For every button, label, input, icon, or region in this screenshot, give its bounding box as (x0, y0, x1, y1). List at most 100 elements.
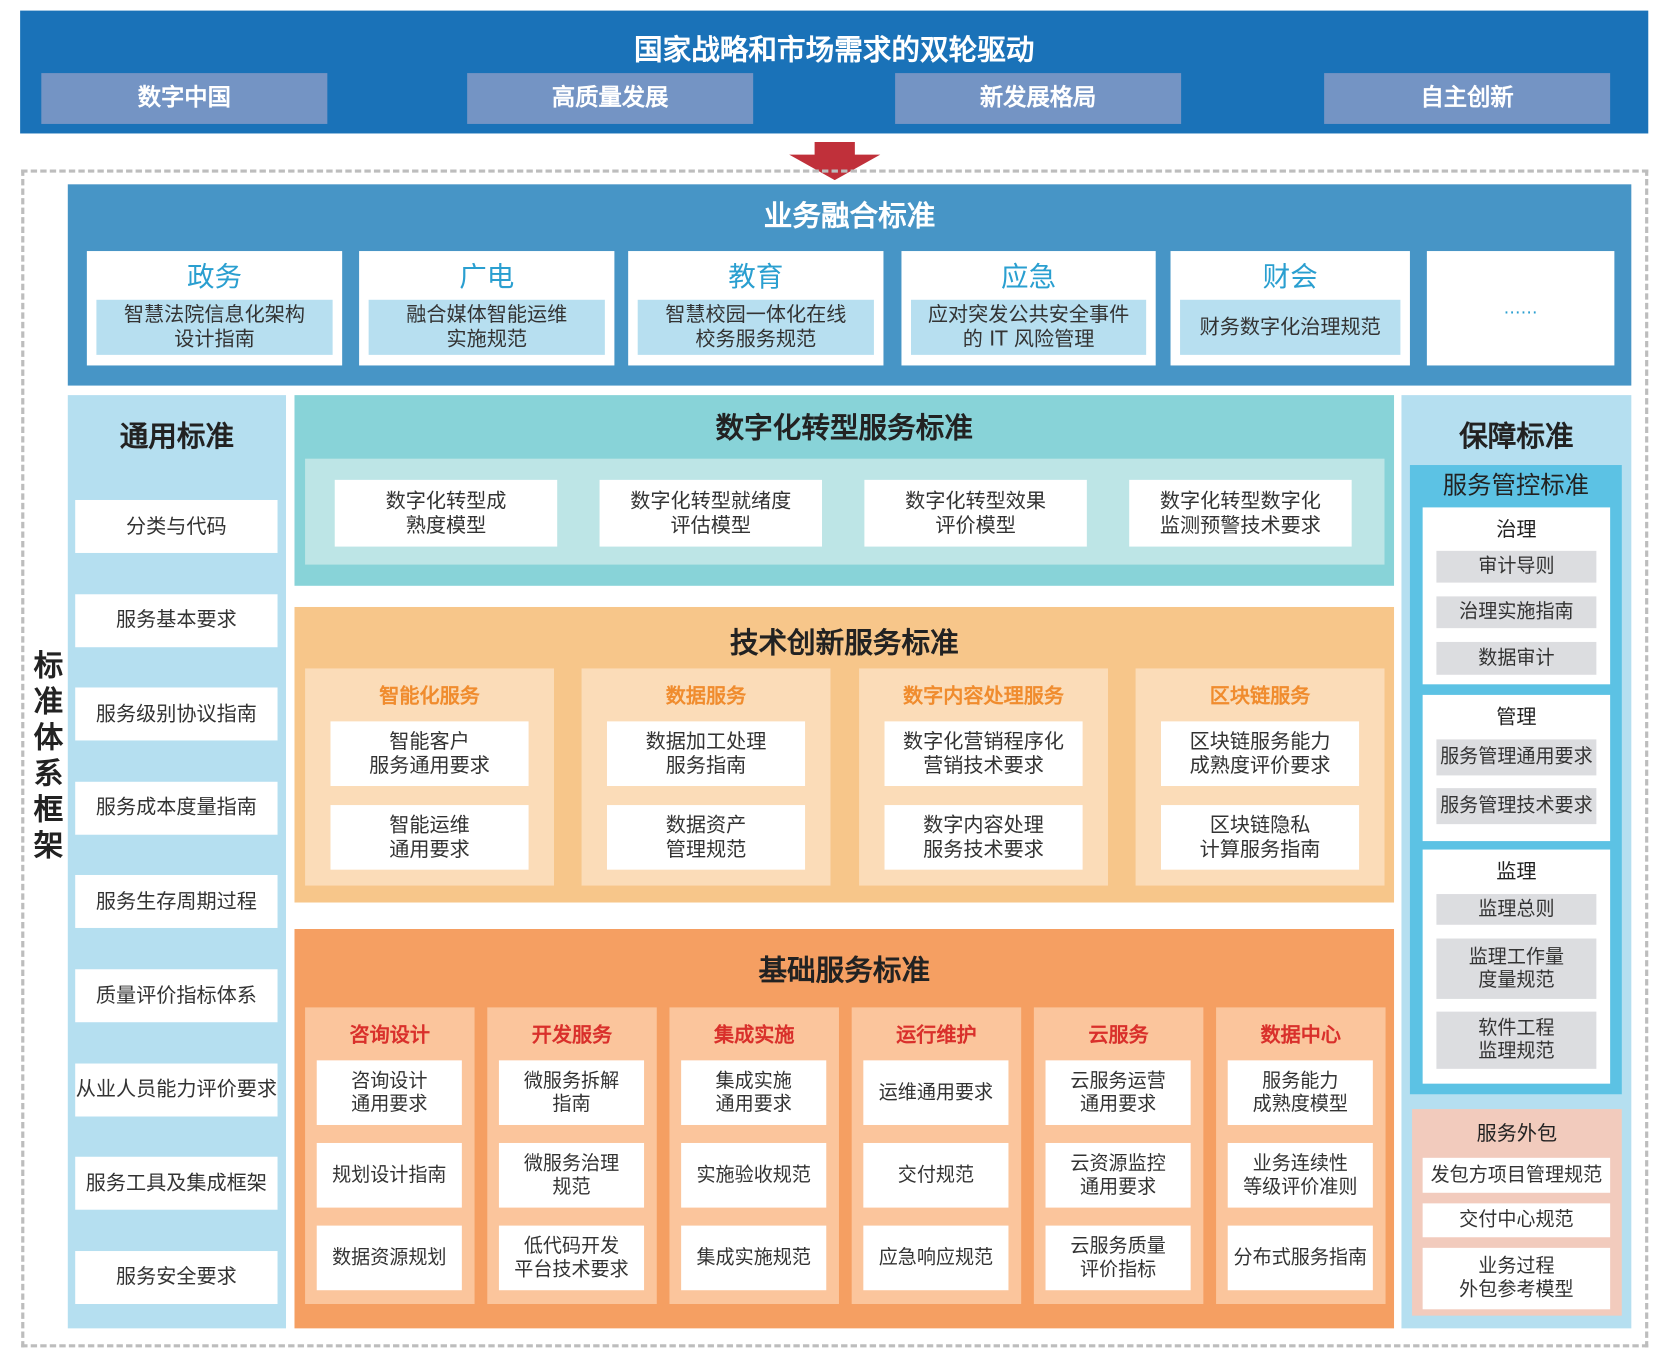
tech-standard-item: 数据资产 管理规范 (606, 805, 806, 870)
business-card-title: 应急 (1001, 262, 1057, 294)
tech-column: 数字内容处理服务数字化营销程序化 营销技术要求数字内容处理 服务技术要求 (859, 668, 1109, 886)
column-header: 数字内容处理服务 (903, 683, 1065, 708)
outsourcing-standard-item: 交付中心规范 (1422, 1203, 1611, 1238)
digital-standard-item: 数字化转型就绪度 评估模型 (599, 479, 823, 547)
outsourcing-standard-item: 发包方项目管理规范 (1422, 1157, 1611, 1193)
tech-column: 智能化服务智能客户 服务通用要求智能运维 通用要求 (305, 668, 555, 886)
tech-standard-item: 智能客户 服务通用要求 (330, 721, 529, 787)
down-arrow-icon (789, 141, 881, 181)
column-header: 区块链服务 (1209, 683, 1311, 708)
tech-standard-item: 智能运维 通用要求 (330, 805, 529, 870)
ellipsis: …… (1503, 298, 1538, 319)
business-card: 应急应对突发公共安全事件 的 IT 风险管理 (901, 251, 1156, 366)
section-title: 基础服务标准 (758, 954, 931, 988)
digital-standard-item: 数字化转型数字化 监测预警技术要求 (1129, 479, 1352, 547)
tech-standard-item: 数据加工处理 服务指南 (606, 721, 806, 787)
digital-standard-item: 数字化转型成 熟度模型 (334, 479, 558, 547)
base-standard-item: 微服务治理 规范 (498, 1142, 645, 1208)
base-standard-item: 微服务拆解 指南 (498, 1060, 645, 1125)
business-card-desc: 融合媒体智能运维 实施规范 (368, 299, 605, 355)
business-card-more: …… (1426, 251, 1615, 366)
column-header: 开发服务 (531, 1022, 613, 1047)
digital-transformation-section: 数字化转型服务标准 数字化转型成 熟度模型数字化转型就绪度 评估模型数字化转型效… (294, 395, 1395, 586)
control-standard-item: 服务管理通用要求 (1436, 739, 1597, 776)
section-title: 数字化转型服务标准 (715, 411, 973, 445)
base-standard-item: 云服务运营 通用要求 (1045, 1060, 1191, 1125)
base-standard-item: 实施验收规范 (681, 1142, 827, 1208)
business-card: 财会财务数字化治理规范 (1170, 251, 1410, 366)
base-standard-item: 集成实施 通用要求 (681, 1060, 827, 1125)
base-standard-item: 咨询设计 通用要求 (316, 1060, 462, 1125)
column-header: 云服务 (1088, 1022, 1149, 1047)
driver-box: 新发展格局 (895, 73, 1182, 124)
base-standard-item: 应急响应规范 (863, 1225, 1009, 1291)
tech-standard-item: 区块链服务能力 成熟度评价要求 (1160, 721, 1360, 787)
general-standard-item: 服务生存周期过程 (75, 875, 278, 929)
section-title: 通用标准 (119, 420, 235, 454)
control-group: 监理监理总则监理工作量 度量规范软件工程 监理规范 (1422, 849, 1611, 1084)
general-standard-item: 分类与代码 (75, 499, 278, 553)
general-standard-item: 服务级别协议指南 (75, 687, 278, 741)
tech-standard-item: 数字内容处理 服务技术要求 (884, 805, 1083, 870)
driver-box: 数字中国 (41, 73, 328, 124)
driver-box: 自主创新 (1324, 73, 1611, 124)
base-column: 运行维护运维通用要求交付规范应急响应规范 (851, 1007, 1022, 1304)
control-standard-item: 治理实施指南 (1436, 596, 1597, 629)
tech-column: 区块链服务区块链服务能力 成熟度评价要求区块链隐私 计算服务指南 (1135, 668, 1385, 886)
business-card-title: 广电 (459, 262, 515, 294)
base-standard-item: 云服务质量 评价指标 (1045, 1225, 1191, 1291)
driver-box: 高质量发展 (467, 73, 754, 124)
control-standard-item: 软件工程 监理规范 (1436, 1011, 1597, 1069)
column-header: 运行维护 (896, 1022, 977, 1047)
general-standard-item: 质量评价指标体系 (75, 969, 278, 1023)
section-title: 技术创新服务标准 (729, 626, 959, 660)
base-column: 咨询设计咨询设计 通用要求规划设计指南数据资源规划 (305, 1007, 475, 1304)
service-control-section: 服务管控标准 治理审计导则治理实施指南数据审计管理服务管理通用要求服务管理技术要… (1409, 465, 1622, 1095)
tech-standard-item: 区块链隐私 计算服务指南 (1160, 805, 1360, 870)
control-group: 管理服务管理通用要求服务管理技术要求 (1422, 694, 1611, 842)
business-card-desc: 应对突发公共安全事件 的 IT 风险管理 (910, 299, 1147, 355)
column-header: 数据中心 (1260, 1022, 1342, 1047)
base-standard-item: 分布式服务指南 (1227, 1225, 1373, 1291)
strategy-banner: 国家战略和市场需求的双轮驱动 数字中国 高质量发展 新发展格局 自主创新 (20, 10, 1649, 134)
outsourcing-standard-item: 业务过程 外包参考模型 (1422, 1247, 1611, 1310)
business-card-desc: 财务数字化治理规范 (1180, 299, 1401, 355)
tech-standard-item: 数字化营销程序化 营销技术要求 (884, 721, 1083, 787)
control-standard-item: 数据审计 (1436, 641, 1597, 675)
base-standard-item: 集成实施规范 (681, 1225, 827, 1291)
column-header: 咨询设计 (349, 1022, 431, 1047)
business-integration-section: 业务融合标准 政务智慧法院信息化架构 设计指南广电融合媒体智能运维 实施规范教育… (67, 184, 1632, 386)
base-standard-item: 规划设计指南 (316, 1142, 462, 1208)
general-standard-item: 服务成本度量指南 (75, 781, 278, 835)
subsection-title: 服务外包 (1476, 1121, 1558, 1145)
business-card: 广电融合媒体智能运维 实施规范 (359, 251, 615, 366)
guarantee-standards-section: 保障标准 服务管控标准 治理审计导则治理实施指南数据审计管理服务管理通用要求服务… (1401, 395, 1632, 1329)
base-standard-item: 交付规范 (863, 1142, 1009, 1208)
general-standard-item: 从业人员能力评价要求 (75, 1063, 278, 1117)
business-card-desc: 智慧校园一体化在线 校务服务规范 (637, 299, 874, 355)
general-standards-section: 通用标准 分类与代码服务基本要求服务级别协议指南服务成本度量指南服务生存周期过程… (67, 395, 287, 1329)
general-standard-item: 服务基本要求 (75, 593, 278, 647)
banner-title: 国家战略和市场需求的双轮驱动 (633, 33, 1035, 67)
section-title: 保障标准 (1459, 420, 1574, 454)
base-standard-item: 业务连续性 等级评价准则 (1227, 1142, 1373, 1208)
base-column: 数据中心服务能力 成熟度模型业务连续性 等级评价准则分布式服务指南 (1216, 1007, 1386, 1304)
base-standard-item: 低代码开发 平台技术要求 (498, 1225, 645, 1291)
column-header: 数据服务 (665, 683, 747, 708)
business-card: 政务智慧法院信息化架构 设计指南 (86, 251, 343, 366)
base-standard-item: 服务能力 成熟度模型 (1227, 1060, 1373, 1125)
business-card-title: 财会 (1262, 262, 1318, 294)
column-header: 智能化服务 (379, 683, 480, 708)
column-header: 集成实施 (713, 1022, 795, 1047)
framework-border (21, 169, 1649, 1348)
control-standard-item: 服务管理技术要求 (1436, 788, 1597, 825)
group-title: 管理 (1496, 705, 1537, 729)
group-title: 监理 (1496, 859, 1537, 884)
base-column: 开发服务微服务拆解 指南微服务治理 规范低代码开发 平台技术要求 (487, 1007, 657, 1304)
service-outsourcing-section: 服务外包 发包方项目管理规范交付中心规范业务过程 外包参考模型 (1412, 1109, 1622, 1316)
base-column: 集成实施集成实施 通用要求实施验收规范集成实施规范 (669, 1007, 839, 1304)
base-column: 云服务云服务运营 通用要求云资源监控 通用要求云服务质量 评价指标 (1033, 1007, 1204, 1304)
base-standard-item: 数据资源规划 (316, 1225, 462, 1291)
control-standard-item: 监理总则 (1436, 894, 1597, 925)
business-card-title: 教育 (728, 262, 784, 294)
